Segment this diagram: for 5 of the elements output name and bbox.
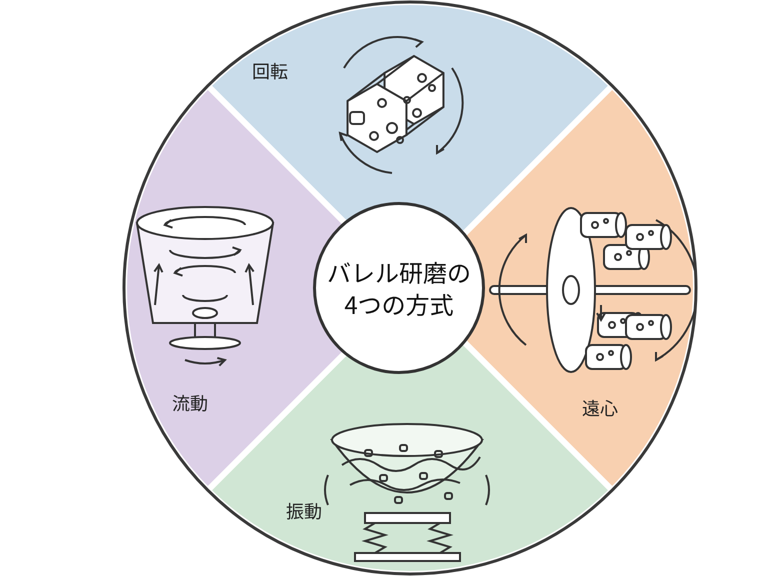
sector-label: 振動 [286,498,322,525]
center-title: バレル研磨の4つの方式 [326,256,472,320]
sector-label: 遠心 [582,395,618,422]
sector-label: 流動 [172,390,208,417]
sector-label: 回転 [252,58,288,85]
